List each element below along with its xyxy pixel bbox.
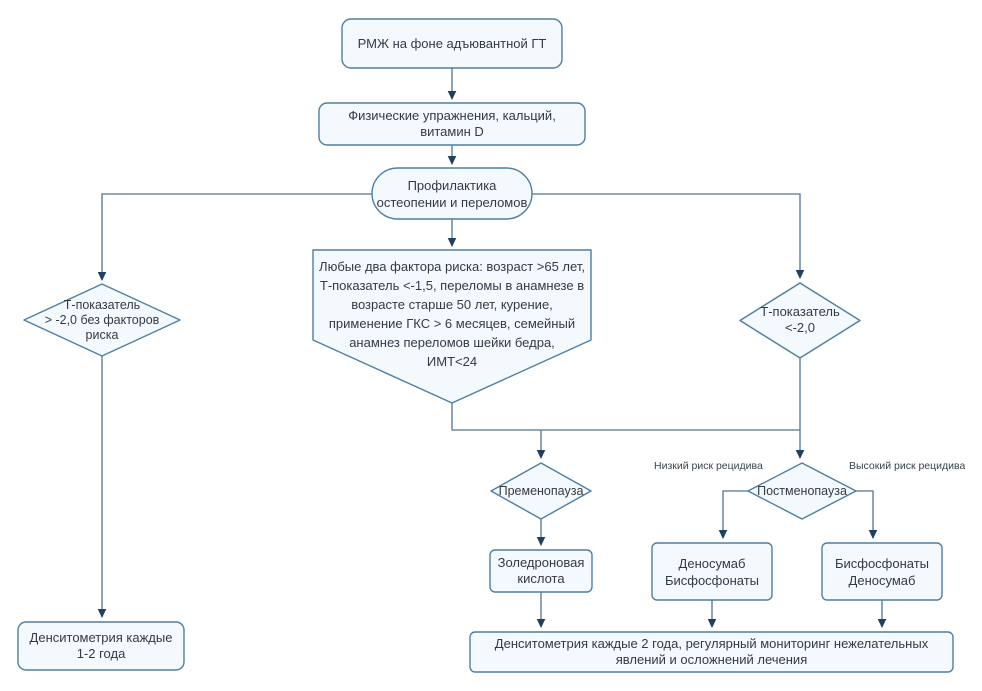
- node-start-shape: [341, 18, 563, 69]
- node-monitoring-shape: [469, 631, 954, 673]
- node-risk-factors: Любые два фактора риска: возраст >65 лет…: [319, 259, 585, 369]
- node-zoledronic-acid: Золедроновая кислота: [497, 555, 585, 586]
- node-t-score-normal-shape: [23, 283, 181, 357]
- node-t-score-normal: Т-показатель > -2,0 без факторов риска: [44, 297, 160, 342]
- node-densitometry-1-2-shape: [17, 621, 185, 671]
- node-supportive-care: Физические упражнения, кальций, витамин …: [348, 108, 556, 139]
- node-bisphosphonates-denosumab: Бисфосфонаты Деносумаб: [834, 555, 930, 588]
- node-monitoring: Денситометрия каждые 2 года, регулярный …: [494, 636, 929, 667]
- connector-postmenopause-low-risk: [718, 490, 748, 539]
- node-start: РМЖ на фоне адъювантной ГТ: [357, 35, 547, 51]
- node-densitometry-1-2: Денситометрия каждые 1-2 года: [29, 630, 173, 661]
- node-denosumab-bisphosphonates: Деносумаб Бисфосфонаты: [664, 555, 760, 588]
- connector-postmenopause-high-risk: [856, 490, 878, 539]
- node-premenopause-shape: [490, 462, 592, 520]
- connector-prevention-to-t-low: [532, 193, 805, 279]
- node-zoledronic-acid-shape: [489, 549, 593, 593]
- node-prevention-shape: [371, 167, 533, 220]
- node-risk-factors-shape: [312, 249, 592, 404]
- node-postmenopause: Постменопауза: [757, 484, 847, 498]
- edge-label-low-risk: Низкий риск рецидива: [654, 460, 763, 472]
- node-bisphosphonates-denosumab-shape: [821, 542, 943, 601]
- node-denosumab-bisphosphonates-shape: [651, 542, 773, 601]
- node-t-score-low-shape: [739, 282, 861, 359]
- node-supportive-care-shape: [318, 102, 586, 146]
- node-prevention: Профилактика остеопении и переломов: [376, 177, 528, 210]
- node-t-score-low: Т-показатель <-2,0: [760, 304, 840, 335]
- node-postmenopause-shape: [747, 462, 857, 520]
- node-premenopause: Пременопауза: [498, 484, 584, 498]
- connector-risk-factors-junction: [451, 403, 800, 431]
- connector-prevention-to-t-normal: [97, 193, 372, 281]
- edge-label-high-risk: Высокий риск рецидива: [849, 460, 966, 472]
